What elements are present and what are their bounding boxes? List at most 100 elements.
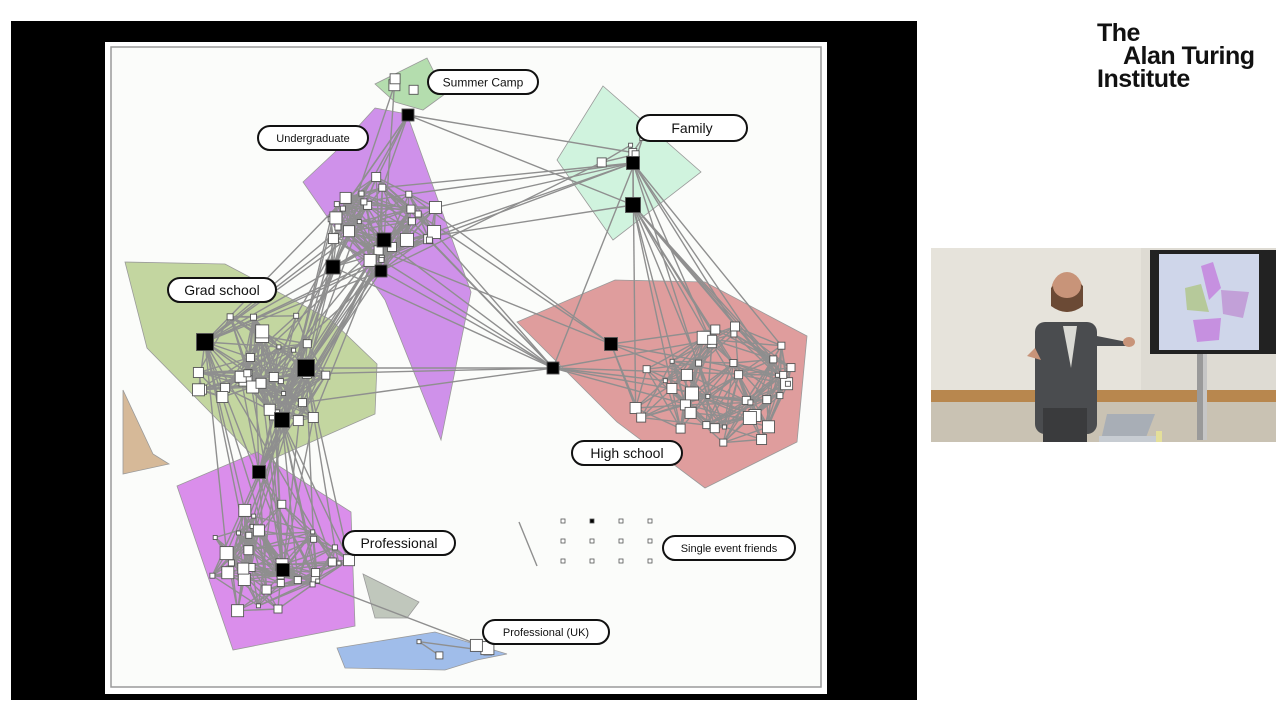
network-edge bbox=[632, 162, 782, 347]
network-edge bbox=[305, 367, 350, 561]
single-event-node bbox=[589, 518, 595, 524]
friend-node bbox=[406, 204, 416, 214]
friend-node bbox=[238, 503, 252, 517]
network-edge bbox=[552, 161, 636, 369]
network-edge bbox=[312, 239, 385, 418]
friend-node bbox=[263, 403, 276, 416]
network-edge bbox=[691, 392, 751, 419]
hub-node bbox=[374, 264, 388, 278]
network-edge bbox=[332, 266, 554, 369]
group-region-profuk bbox=[336, 631, 508, 671]
friend-node bbox=[363, 253, 377, 267]
friend-node bbox=[730, 321, 740, 332]
network-edge bbox=[380, 208, 412, 272]
group-label-grad: Grad school bbox=[167, 277, 277, 303]
network-edge bbox=[671, 337, 705, 389]
network-edge bbox=[380, 161, 603, 272]
friend-node bbox=[250, 313, 257, 321]
friend-node bbox=[775, 372, 780, 378]
single-event-node bbox=[560, 518, 566, 524]
friend-node bbox=[237, 573, 251, 586]
friend-node bbox=[302, 339, 312, 349]
group-label-text: High school bbox=[590, 445, 663, 461]
network-edge bbox=[632, 204, 726, 428]
network-edge bbox=[632, 204, 687, 406]
friend-node bbox=[628, 142, 634, 148]
friend-node bbox=[339, 191, 352, 204]
friend-node bbox=[336, 560, 342, 566]
friend-node bbox=[327, 233, 339, 245]
network-edge bbox=[224, 387, 271, 411]
network-edge bbox=[641, 416, 707, 426]
friend-node bbox=[707, 334, 718, 345]
network-edge bbox=[690, 374, 740, 414]
network-edge bbox=[248, 531, 313, 551]
network-edge bbox=[375, 176, 412, 210]
friend-node bbox=[310, 529, 316, 535]
network-edge bbox=[260, 266, 334, 384]
friend-node bbox=[356, 219, 362, 225]
group-label-professional: Professional bbox=[342, 530, 456, 556]
network-edge bbox=[230, 367, 307, 564]
network-edge bbox=[198, 356, 251, 374]
hub-node bbox=[252, 465, 266, 479]
hub-node bbox=[274, 412, 290, 428]
friend-node bbox=[277, 378, 284, 385]
network-edge bbox=[281, 419, 319, 582]
group-label-text: Summer Camp bbox=[443, 75, 524, 89]
friend-node bbox=[252, 524, 265, 537]
network-edge bbox=[306, 367, 554, 375]
network-edge bbox=[610, 343, 688, 376]
friend-node bbox=[321, 370, 331, 380]
friend-node bbox=[192, 367, 204, 378]
network-edge bbox=[240, 376, 260, 473]
network-edge bbox=[204, 341, 228, 554]
network-edge bbox=[198, 356, 251, 391]
network-edge bbox=[723, 374, 740, 428]
network-edge bbox=[552, 367, 751, 404]
friend-node bbox=[400, 232, 414, 247]
single-event-node bbox=[647, 518, 653, 524]
network-edge bbox=[724, 426, 762, 441]
hub-node bbox=[376, 232, 392, 248]
network-edge bbox=[738, 366, 792, 376]
network-edge bbox=[306, 266, 334, 374]
friend-node bbox=[669, 358, 675, 364]
network-edge bbox=[632, 162, 713, 344]
network-edge bbox=[406, 204, 634, 241]
logo-line-3: Institute bbox=[1097, 65, 1190, 93]
network-edge bbox=[737, 374, 770, 428]
friend-node bbox=[734, 370, 744, 380]
group-label-text: Undergraduate bbox=[276, 133, 349, 145]
group-label-text: Family bbox=[671, 120, 712, 136]
friend-node bbox=[343, 554, 355, 567]
single-event-node bbox=[618, 538, 624, 544]
network-edge bbox=[552, 367, 666, 382]
friend-node bbox=[221, 566, 235, 580]
friend-node bbox=[339, 205, 346, 212]
network-edge bbox=[252, 386, 314, 419]
friend-node bbox=[429, 201, 442, 214]
network-edge bbox=[305, 367, 315, 540]
hub-node bbox=[604, 337, 618, 351]
network-edge bbox=[632, 204, 784, 376]
network-edge bbox=[212, 575, 259, 607]
network-edge bbox=[204, 239, 385, 343]
friend-node bbox=[363, 200, 373, 210]
single-event-node bbox=[618, 518, 624, 524]
hub-node bbox=[626, 156, 640, 170]
friend-node bbox=[219, 546, 234, 561]
hub-node bbox=[625, 197, 641, 213]
network-edge bbox=[411, 220, 554, 369]
hub-node bbox=[297, 359, 315, 377]
friend-node bbox=[276, 344, 282, 350]
group-region-tan bbox=[122, 389, 171, 475]
network-edge bbox=[723, 438, 762, 444]
network-edge bbox=[711, 339, 774, 361]
network-edge bbox=[417, 213, 554, 369]
network-edge bbox=[249, 317, 255, 358]
network-edge bbox=[410, 208, 612, 345]
friend-node bbox=[237, 562, 250, 575]
friend-node bbox=[719, 438, 728, 447]
